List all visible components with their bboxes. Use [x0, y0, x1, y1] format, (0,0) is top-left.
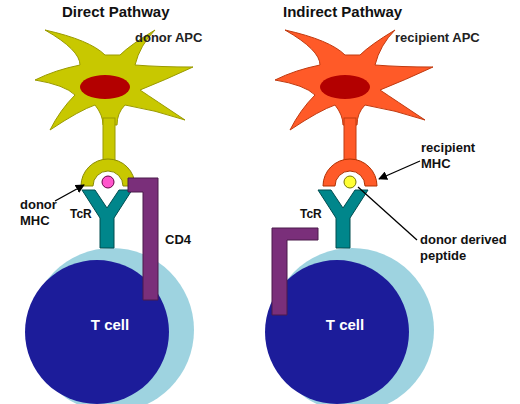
- t-cell: T cell: [25, 240, 200, 404]
- nucleus: [25, 260, 169, 404]
- structure-label: TcR: [70, 207, 110, 221]
- mhc-molecule: [81, 159, 135, 186]
- t-cell: T cell: [265, 240, 440, 404]
- peptide: [102, 176, 114, 188]
- structure-label: TcR: [300, 207, 340, 221]
- apc-cell: recipient APC: [275, 25, 440, 140]
- panel-title: Direct Pathway: [62, 3, 222, 21]
- leader-arrow: [379, 161, 420, 179]
- node-label: recipient APC: [395, 31, 505, 46]
- nucleus: [80, 75, 130, 99]
- nucleus: [265, 260, 409, 404]
- panel-title: Indirect Pathway: [283, 3, 453, 21]
- node-label: T cell: [305, 316, 385, 333]
- leader-line: [358, 187, 417, 240]
- structure-label: donor MHC: [20, 197, 70, 228]
- nucleus: [320, 75, 370, 99]
- node-label: T cell: [70, 316, 150, 333]
- leader-arrow: [55, 185, 84, 201]
- apc-cell: donor APC: [35, 25, 200, 140]
- node-label: donor APC: [135, 31, 225, 46]
- structure-label: donor derived peptide: [420, 232, 520, 263]
- structure-label: CD4: [165, 232, 205, 248]
- structure-label: recipient MHC: [421, 140, 493, 171]
- tcr-receptor: [318, 190, 368, 248]
- mhc-molecule: [323, 159, 377, 186]
- peptide: [344, 176, 356, 188]
